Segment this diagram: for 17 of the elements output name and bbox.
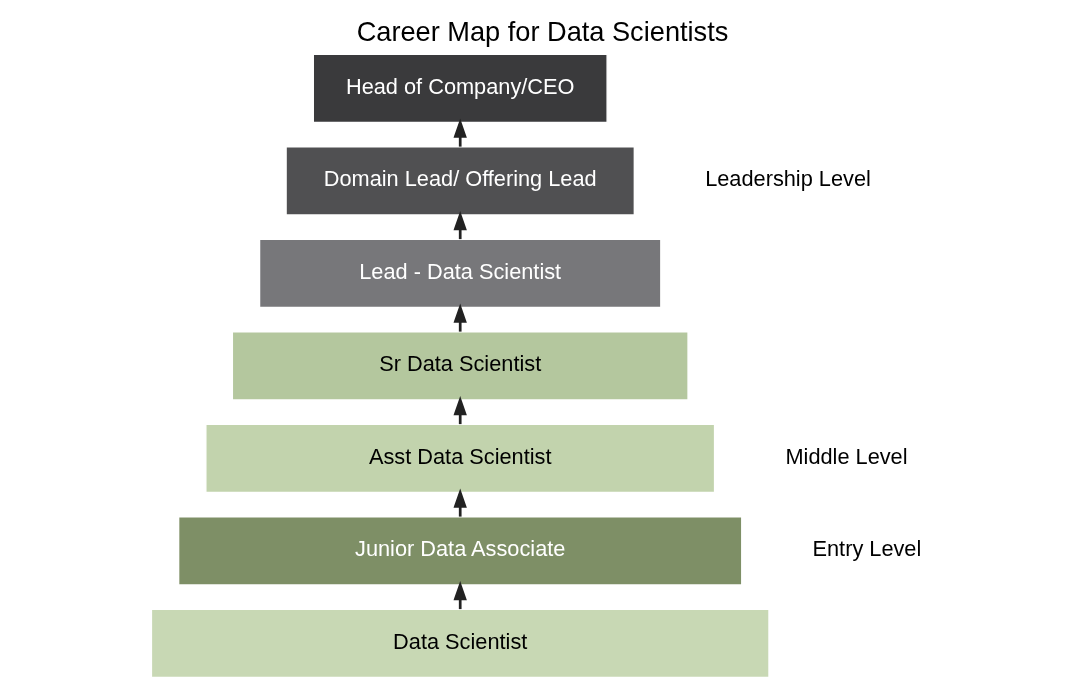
- node-box: Junior Data Associate: [177, 516, 742, 586]
- node-box: Head of Company/CEO: [312, 53, 608, 124]
- label: Leadership Level: [704, 166, 871, 192]
- arrow: [453, 581, 467, 610]
- node-box: Data Scientist: [150, 608, 770, 679]
- label: Middle Level: [784, 443, 908, 469]
- arrow: [453, 396, 467, 425]
- arrow: [453, 211, 467, 240]
- arrow: [453, 118, 467, 147]
- node-box: Sr Data Scientist: [231, 331, 689, 401]
- label: Entry Level: [812, 536, 921, 562]
- node-box: Domain Lead/ Offering Lead: [284, 146, 635, 216]
- arrow: [453, 303, 467, 332]
- node-box: Lead - Data Scientist: [258, 238, 661, 309]
- arrow: [453, 488, 467, 517]
- node-box: Asst Data Scientist: [204, 423, 715, 494]
- diagram-title: Career Map for Data Scientists: [356, 15, 728, 47]
